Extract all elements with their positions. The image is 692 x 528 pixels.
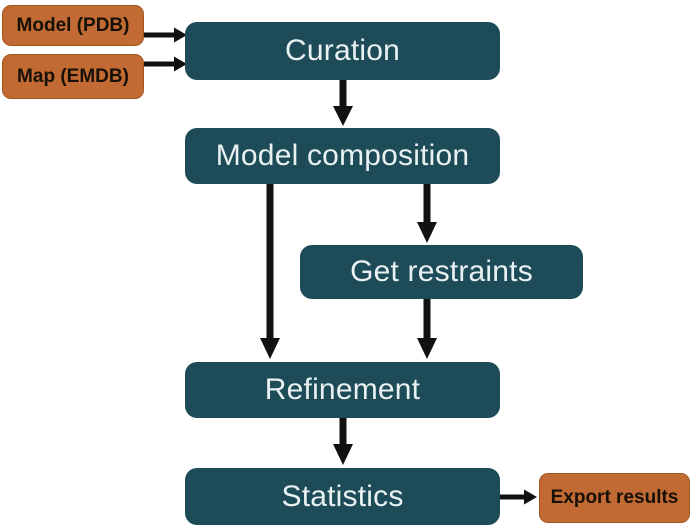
arrow-model-composition-to-get-restraints <box>417 183 437 243</box>
input-node-map-emdb-label: Map (EMDB) <box>17 65 129 87</box>
arrow-get-restraints-to-refinement <box>417 298 437 359</box>
arrow-model-pdb-to-curation <box>144 27 187 43</box>
step-node-model-composition-label: Model composition <box>215 139 470 172</box>
step-node-curation-label: Curation <box>285 34 400 67</box>
arrow-model-composition-to-refinement <box>260 183 280 359</box>
output-node-export-results-label: Export results <box>550 487 679 508</box>
arrow-map-emdb-to-curation <box>144 56 187 72</box>
arrow-statistics-to-export-results <box>500 489 537 505</box>
input-node-model-pdb: Model (PDB) <box>2 5 144 46</box>
step-node-refinement: Refinement <box>185 362 500 418</box>
step-node-curation: Curation <box>185 22 500 80</box>
step-node-model-composition: Model composition <box>185 128 500 184</box>
step-node-statistics-label: Statistics <box>281 479 404 513</box>
output-node-export-results: Export results <box>539 473 690 523</box>
arrow-refinement-to-statistics <box>333 417 353 465</box>
input-node-model-pdb-label: Model (PDB) <box>16 14 130 36</box>
input-node-map-emdb: Map (EMDB) <box>2 54 144 99</box>
step-node-statistics: Statistics <box>185 468 500 525</box>
step-node-refinement-label: Refinement <box>264 373 421 406</box>
step-node-get-restraints: Get restraints <box>300 245 583 299</box>
arrow-curation-to-model-composition <box>333 80 353 126</box>
step-node-get-restraints-label: Get restraints <box>350 255 533 288</box>
